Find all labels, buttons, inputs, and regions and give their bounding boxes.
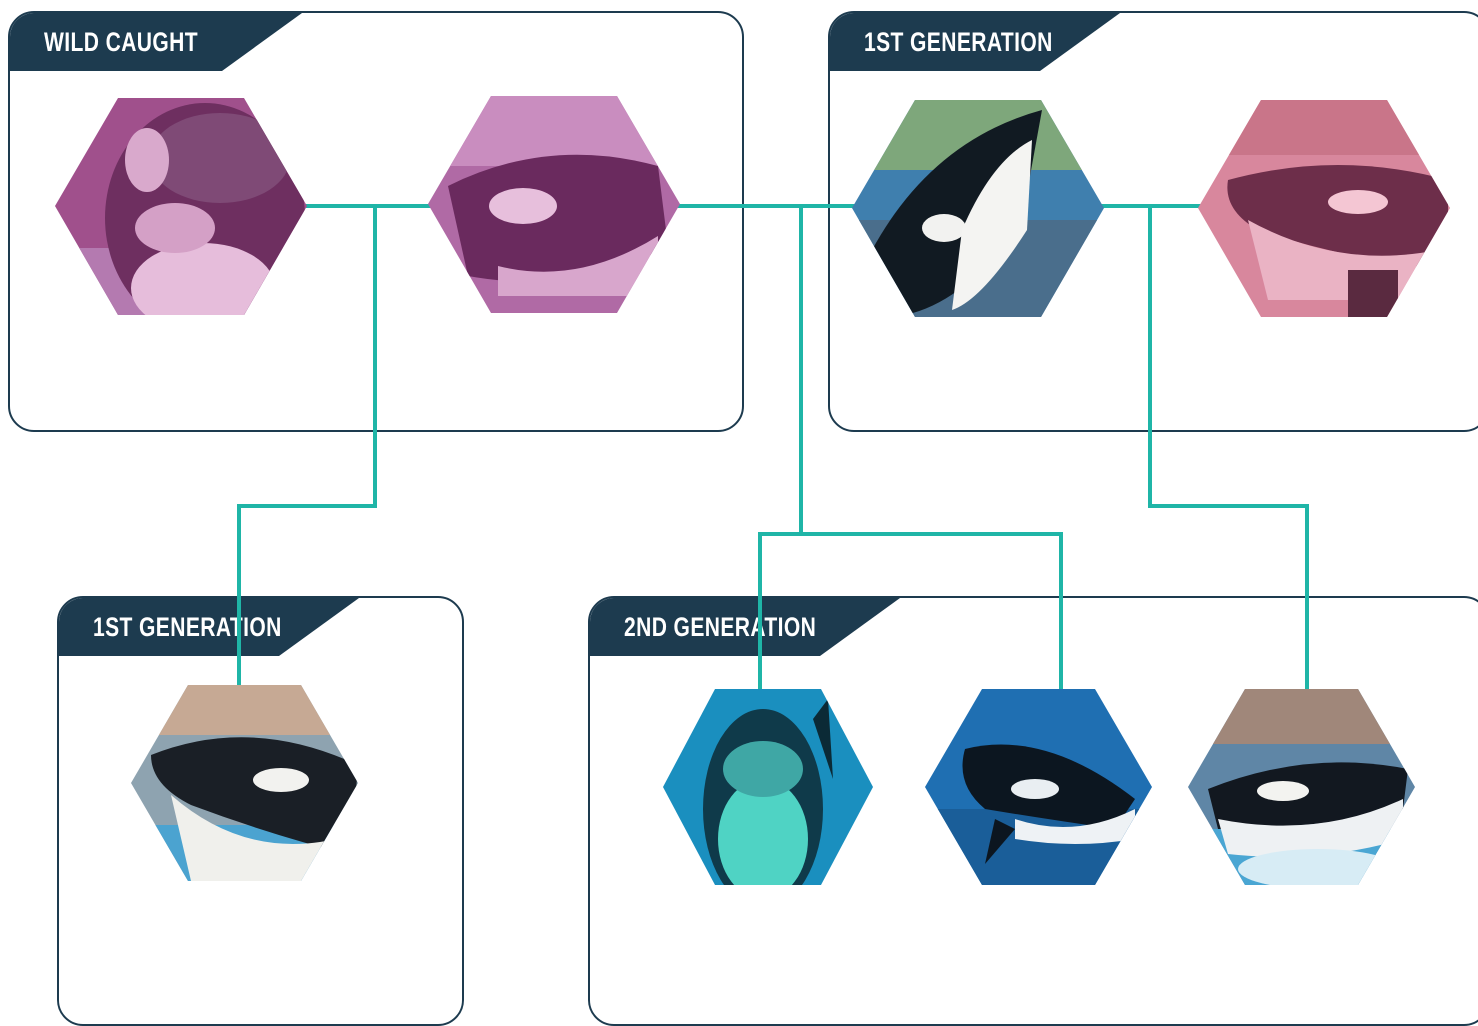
first-generation-bottom-tab: 1ST GENERATION — [59, 598, 359, 656]
second-generation-orca-3-photo — [1188, 689, 1415, 885]
wild-caught-tab: WILD CAUGHT — [10, 13, 302, 71]
first-generation-top-panel: 1ST GENERATION — [828, 11, 1478, 432]
wild-caught-label: WILD CAUGHT — [44, 26, 199, 57]
wild-caught-orca-1-photo — [55, 98, 307, 315]
first-generation-bottom-orca-photo — [131, 685, 358, 881]
first-generation-top-label: 1ST GENERATION — [864, 26, 1053, 57]
first-generation-bottom-label: 1ST GENERATION — [93, 611, 282, 642]
second-generation-tab: 2ND GENERATION — [590, 598, 900, 656]
first-generation-orca-2-photo — [1198, 100, 1450, 317]
second-generation-orca-1-photo — [663, 689, 873, 885]
first-generation-top-tab: 1ST GENERATION — [830, 13, 1120, 71]
second-generation-orca-2-photo — [925, 689, 1152, 885]
wild-caught-orca-2-photo — [428, 96, 680, 313]
wild-caught-panel: WILD CAUGHT — [8, 11, 744, 432]
first-generation-orca-1-photo — [852, 100, 1104, 317]
second-generation-label: 2ND GENERATION — [624, 611, 817, 642]
